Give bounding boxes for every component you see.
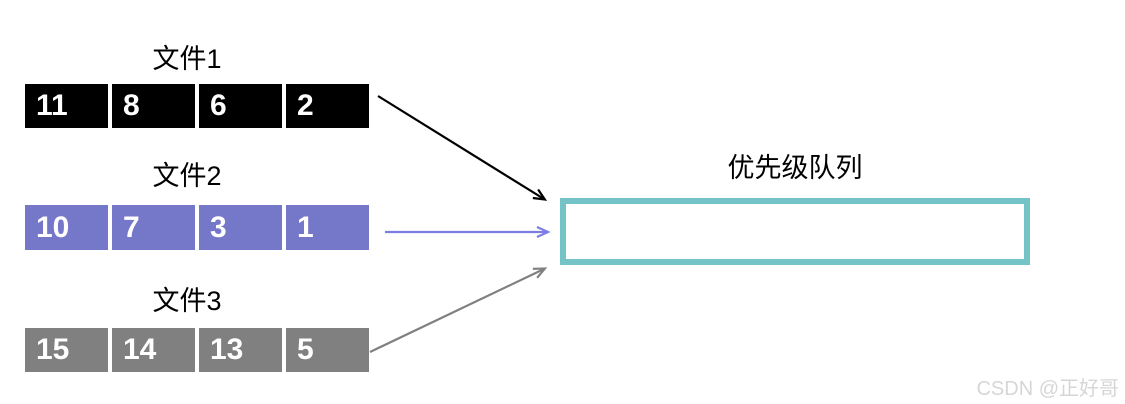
- priority-queue-box: [560, 198, 1030, 265]
- file3-cell: 5: [286, 328, 369, 372]
- file1-cell: 11: [25, 84, 108, 128]
- file2-row: 10 7 3 1: [25, 205, 369, 250]
- file2-cell: 1: [286, 205, 369, 250]
- file3-cell: 13: [199, 328, 282, 372]
- arrow-file1-to-queue: [377, 95, 548, 201]
- file2-cell: 3: [199, 205, 282, 250]
- priority-queue-title: 优先级队列: [727, 153, 863, 183]
- file2-title: 文件2: [152, 161, 222, 191]
- file1-title: 文件1: [152, 44, 222, 74]
- file3-row: 15 14 13 5: [25, 328, 369, 372]
- file2-cell: 10: [25, 205, 108, 250]
- file1-cell: 2: [286, 84, 369, 128]
- file1-cell: 6: [199, 84, 282, 128]
- file3-cell: 15: [25, 328, 108, 372]
- file2-cell: 7: [112, 205, 195, 250]
- file1-row: 11 8 6 2: [25, 84, 369, 128]
- arrow-file3-to-queue: [369, 267, 548, 353]
- file3-cell: 14: [112, 328, 195, 372]
- file3-title: 文件3: [152, 286, 222, 316]
- file1-cell: 8: [112, 84, 195, 128]
- csdn-watermark: CSDN @正好哥: [976, 378, 1119, 400]
